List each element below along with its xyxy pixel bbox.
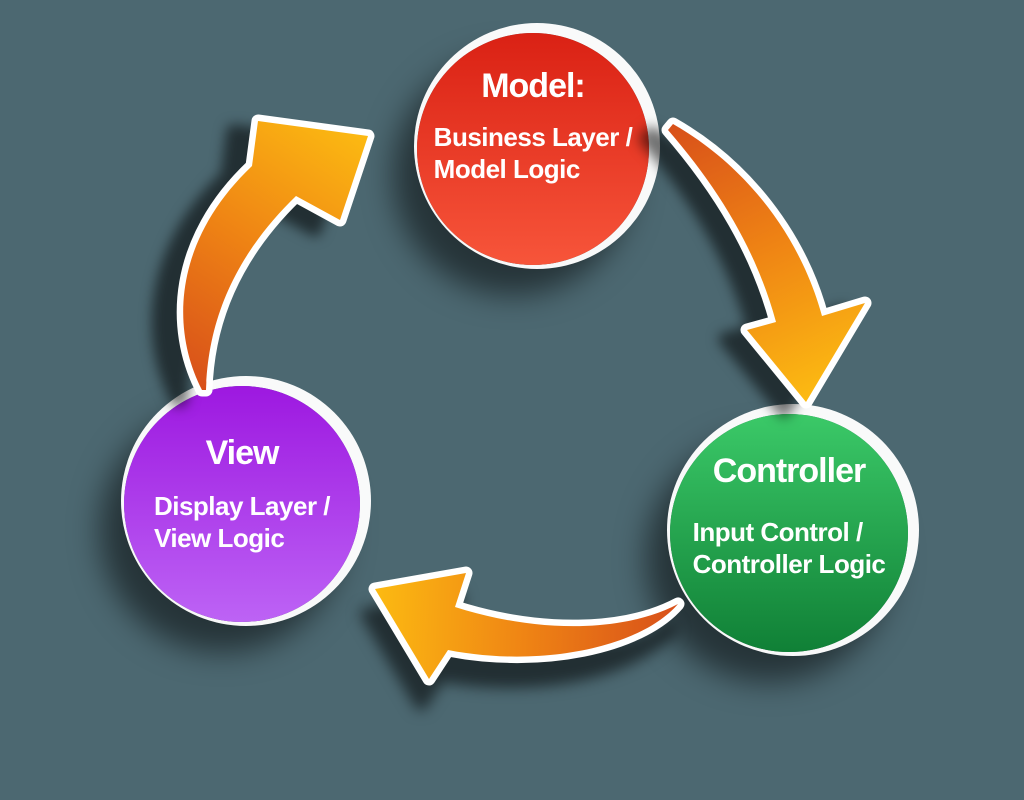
node-model: Model: Business Layer / Model Logic: [417, 33, 649, 265]
arrow-model-to-controller: [661, 117, 872, 409]
node-view-heading: View: [205, 434, 280, 472]
node-view-body: Display Layer / View Logic: [153, 490, 331, 554]
node-controller: Controller Input Control / Controller Lo…: [670, 414, 908, 652]
arrow-view-to-model: [176, 114, 375, 397]
arrow-controller-to-view: [368, 566, 685, 686]
node-view: View Display Layer / View Logic: [124, 386, 360, 622]
node-model-heading: Model:: [481, 67, 586, 105]
node-controller-body: Input Control / Controller Logic: [692, 516, 886, 580]
node-controller-heading: Controller: [712, 452, 866, 490]
node-model-body: Business Layer / Model Logic: [433, 121, 633, 185]
